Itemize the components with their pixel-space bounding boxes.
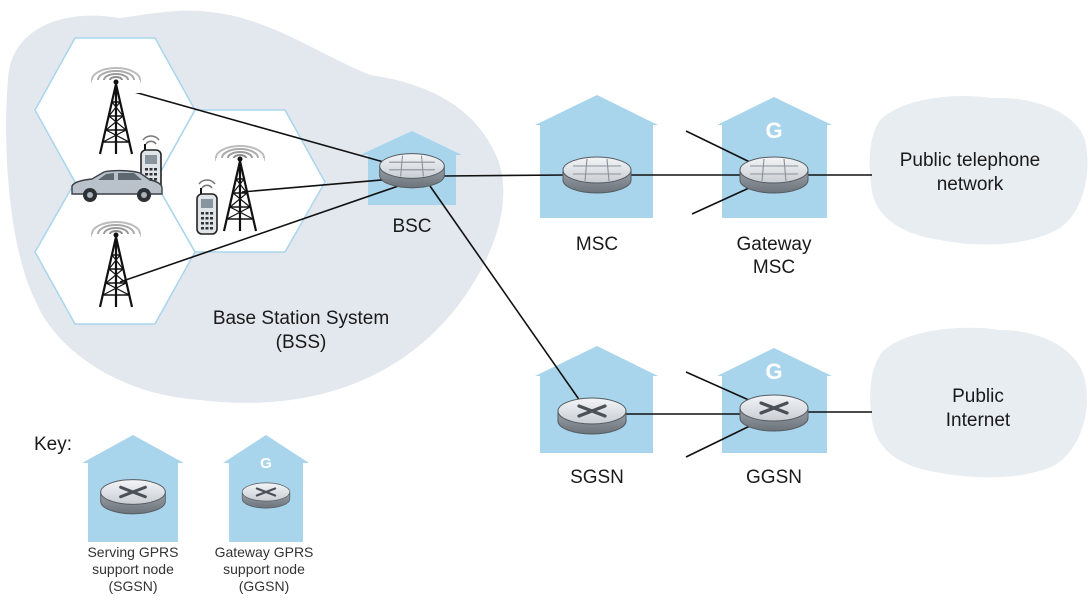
- key-ggsn-badge: G: [260, 455, 272, 472]
- links: [119, 87, 872, 458]
- key-ggsn-label-line1: Gateway GPRS: [215, 544, 314, 560]
- sgsn-router-icon: [556, 396, 628, 436]
- key-sgsn-label-line2: support node: [92, 561, 174, 577]
- link-bsc-sgsn: [429, 185, 586, 409]
- link-bsc-msc: [443, 174, 567, 177]
- key-sgsn-label-line3: (SGSN): [109, 578, 158, 594]
- key-sgsn-label-line1: Serving GPRS: [87, 544, 178, 560]
- ggsn-router-icon: [738, 393, 810, 433]
- gateway-msc-label-line1: Gateway: [737, 234, 812, 255]
- key-ggsn-label-line3: (GGSN): [239, 578, 290, 594]
- internet-label-line2: Internet: [946, 410, 1011, 431]
- link-tower3-bsc: [119, 181, 411, 283]
- gateway-msc-router-icon: [739, 156, 809, 194]
- msc-router-icon: [562, 156, 632, 194]
- link-tower1-bsc: [119, 87, 413, 171]
- car-icon: [71, 169, 163, 202]
- ggsn-badge: G: [765, 359, 782, 384]
- gateway-msc-label-line2: MSC: [753, 257, 795, 278]
- bss-label-line2: (BSS): [276, 332, 327, 353]
- sgsn-label: SGSN: [570, 467, 624, 488]
- pstn-label-line2: network: [937, 174, 1004, 195]
- key-ggsn-label-line2: support node: [223, 561, 305, 577]
- link-ggsn-extra-bottom: [685, 421, 759, 458]
- key-title: Key:: [34, 434, 72, 455]
- key-sgsn-router-icon: [99, 478, 167, 516]
- phone-signal-icon: [142, 135, 216, 189]
- pstn-label-line1: Public telephone: [900, 150, 1041, 171]
- msc-building: [535, 95, 658, 218]
- gateway-msc-badge: G: [765, 118, 782, 143]
- bss-label-line1: Base Station System: [213, 308, 389, 329]
- internet-label-line1: Public: [952, 386, 1004, 407]
- ggsn-label: GGSN: [746, 467, 802, 488]
- msc-label: MSC: [576, 234, 618, 255]
- link-tower2-bsc: [241, 177, 406, 193]
- link-gmsc-extra-top: [685, 130, 759, 167]
- internet-cloud: [870, 327, 1087, 478]
- telephone-network-cloud: [869, 96, 1088, 245]
- mobile-phone-icon: [196, 187, 218, 235]
- key-ggsn-router-icon: [241, 481, 291, 510]
- bsc-label: BSC: [392, 216, 431, 237]
- bsc-router-icon: [379, 153, 445, 189]
